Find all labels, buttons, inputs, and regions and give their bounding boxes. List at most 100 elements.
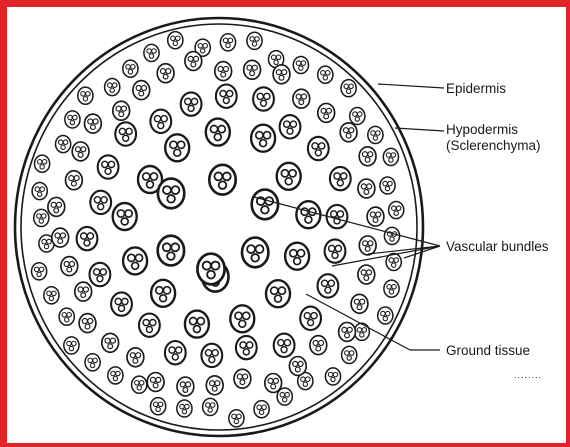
vascular-bundle <box>350 107 365 124</box>
vascular-bundle <box>151 398 166 415</box>
vascular-bundle <box>144 44 159 61</box>
vascular-bundle <box>59 308 74 325</box>
vascular-bundle <box>132 376 147 393</box>
vascular-bundle <box>378 307 393 324</box>
vascular-bundle <box>115 122 136 145</box>
vascular-bundle <box>354 323 369 340</box>
vascular-bundle <box>342 346 357 363</box>
vascular-bundle <box>274 334 295 357</box>
vascular-bundle <box>77 227 98 250</box>
vascular-bundle <box>359 236 376 255</box>
hypodermis-leader <box>395 128 444 131</box>
vascular-bundle <box>157 64 174 83</box>
vascular-bundle <box>359 147 376 166</box>
vascular-bundle <box>64 337 79 354</box>
vascular-bundle <box>229 410 244 427</box>
vascular-bundle <box>273 65 290 84</box>
vascular-bundle <box>66 171 83 190</box>
vascular-bundle <box>65 111 80 128</box>
vascular-bundle <box>31 263 46 280</box>
epidermis-leader <box>378 84 444 88</box>
vascular-bundle <box>177 377 194 396</box>
vascular-bundle <box>310 336 327 355</box>
vascular-bundle <box>358 179 375 198</box>
vascular-bundle <box>285 243 309 270</box>
vascular-bundle <box>209 165 235 195</box>
vascular-bundle <box>85 114 102 133</box>
vascular-bundle <box>123 247 147 274</box>
vascular-bundle <box>197 254 224 285</box>
vascular-bundle <box>293 56 308 73</box>
vascular-bundle <box>380 177 395 194</box>
vascular-bundle <box>185 52 202 71</box>
vascular-bundle <box>78 87 93 104</box>
vascular-bundle <box>296 201 320 228</box>
vascular-bundle <box>383 148 398 165</box>
vascular-bundle <box>325 239 346 262</box>
vascular-bundle <box>216 85 237 108</box>
vascular-bundle <box>308 137 329 160</box>
vascular-bundle <box>72 142 89 161</box>
vascular-bundle <box>339 322 356 341</box>
vascular-bundle <box>280 115 301 138</box>
vascular-bundle <box>251 125 275 152</box>
vascular-bundle <box>341 80 356 97</box>
vascular-bundle <box>105 79 120 96</box>
vascular-bundle <box>247 32 262 49</box>
vascular-bundle <box>277 163 301 190</box>
vascular-bundle <box>351 294 368 313</box>
vascular-bundle <box>98 155 119 178</box>
vascular-bundle <box>236 336 257 359</box>
label-epidermis: Epidermis <box>446 81 506 96</box>
vascular-bundle <box>35 155 50 172</box>
vascular-bundle <box>158 236 184 266</box>
footnote-dots: ........ <box>514 370 542 380</box>
vascular-bundle <box>52 228 69 247</box>
vascular-bundle <box>253 87 274 110</box>
vascular-bundle <box>127 348 144 367</box>
vascular-bundle <box>177 400 192 417</box>
vascular-bundle <box>85 354 100 371</box>
vascular-bundle <box>389 202 404 219</box>
vascular-bundle <box>368 126 383 143</box>
stem-section <box>15 18 423 436</box>
vascular-bundle <box>206 119 230 146</box>
vascular-bundle <box>181 92 202 115</box>
vascular-bundle <box>358 265 375 284</box>
vascular-bundle <box>165 134 189 161</box>
vascular-bundle <box>325 368 340 385</box>
vascular-bundle <box>79 314 96 333</box>
vascular-bundle <box>150 110 171 133</box>
vascular-bundle <box>90 191 111 214</box>
vascular-bundle <box>123 60 138 77</box>
vascular-bundle <box>56 136 71 153</box>
vascular-bundle <box>158 179 184 209</box>
vascular-bundle <box>318 66 333 83</box>
vascular-bundle <box>220 34 235 51</box>
vascular-bundle <box>293 89 310 108</box>
vascular-bundle <box>147 373 164 392</box>
vascular-bundle <box>266 280 290 307</box>
vascular-bundle <box>61 257 78 276</box>
vascular-bundle <box>254 401 269 418</box>
vascular-bundle <box>318 103 335 122</box>
vascular-bundle <box>330 167 351 190</box>
vascular-bundle <box>165 341 186 364</box>
vascular-bundle <box>90 263 111 286</box>
vascular-bundle <box>252 190 278 220</box>
vascular-bundle <box>340 123 357 142</box>
vascular-bundle <box>151 280 175 307</box>
vascular-bundle <box>384 227 399 244</box>
vascular-bundle <box>48 197 65 216</box>
vascular-bundle <box>44 287 59 304</box>
label-ground-tissue: Ground tissue <box>446 343 530 358</box>
vascular-bundle <box>133 81 150 100</box>
vascular-bundle <box>32 183 47 200</box>
vascular-bundle <box>203 398 218 415</box>
vascular-bundle <box>102 333 119 352</box>
vascular-bundle <box>111 292 132 315</box>
label-hypodermis: Hypodermis <box>446 122 518 137</box>
label-hypodermis-note: (Sclerenchyma) <box>446 138 541 153</box>
vascular-bundle <box>113 101 130 120</box>
